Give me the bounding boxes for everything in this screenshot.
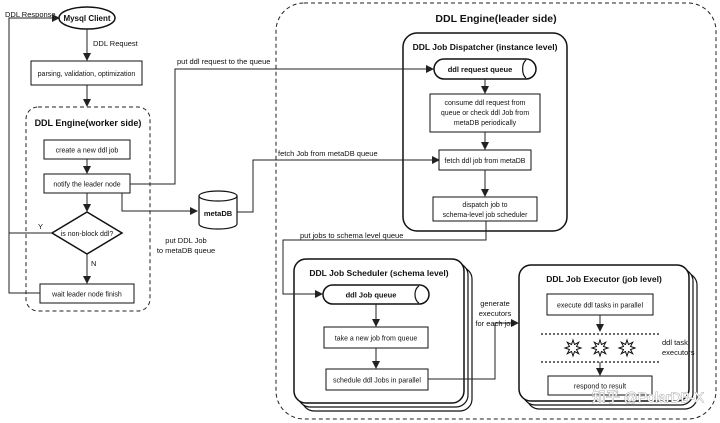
executor-title: DDL Job Executor (job level) (546, 274, 662, 284)
request-queue-cap (522, 59, 527, 79)
create-job-label: create a new ddl job (56, 148, 119, 155)
take-job-label: take a new job from queue (335, 336, 418, 343)
ddl-task-executors-group (563, 338, 637, 358)
put-job-label-1: put DDL Job (165, 236, 206, 245)
fetch-metadb-path (237, 156, 440, 213)
response-path (8, 14, 60, 294)
metadb-cylinder-top (198, 190, 238, 202)
watermark: 知乎 @PolarDB-X (592, 389, 705, 405)
schedule-label: schedule ddl Jobs in parallel (333, 378, 421, 385)
put-schema-path (282, 221, 487, 298)
execute-label: execute ddl tasks in parallel (557, 303, 643, 310)
consume-label-1: consume ddl request from (445, 100, 526, 107)
ddl-response-label: DDL Response (5, 10, 56, 19)
fetch-job-label: fetch Job from metaDB queue (278, 149, 378, 158)
no-label: N (91, 259, 96, 268)
wait-leader-label: wait leader node finish (51, 292, 122, 299)
mysql-client-label: Mysql Client (63, 14, 110, 23)
ddl-request-label: DDL Request (93, 39, 139, 48)
task-executor-burst-icon (590, 338, 610, 358)
parsing-label: parsing, validation, optimization (38, 71, 136, 78)
consume-box (429, 93, 541, 133)
leader-engine-container (275, 2, 717, 420)
put-schema-label: put jobs to schema level queue (300, 231, 403, 240)
metadb-label: metaDB (204, 209, 233, 218)
put-job-label-2: to metaDB queue (157, 246, 215, 255)
result-box (547, 375, 653, 396)
job-queue-label: ddl Job queue (346, 291, 397, 300)
leader-engine-title: DDL Engine(leader side) (435, 13, 556, 25)
ddl-task-label-2: executors (662, 348, 695, 357)
dispatch-box (432, 196, 538, 222)
yes-label: Y (38, 222, 43, 231)
dispatch-label-2: schema-level job scheduler (443, 212, 528, 219)
ddl-task-label-1: ddl task (662, 338, 688, 347)
generate-label-3: for each job (475, 319, 514, 328)
scheduler-title: DDL Job Scheduler (schema level) (309, 268, 448, 278)
metadb-cylinder (198, 196, 238, 230)
job-queue-cap (414, 285, 420, 304)
worker-engine-container (25, 106, 151, 312)
non-block-label: is non-block ddl? (61, 231, 114, 238)
dispatch-label-1: dispatch job to (462, 202, 507, 209)
generate-label-2: executors (479, 309, 512, 318)
worker-engine-title: DDL Engine(worker side) (35, 118, 142, 128)
consume-label-2: queue or check ddl Job from (441, 110, 529, 117)
generate-label-1: generate (480, 299, 510, 308)
consume-label-3: metaDB periodically (454, 120, 517, 127)
result-label: respond to result (574, 384, 626, 391)
fetch-metadb-label: fetch ddl job from metaDB (445, 158, 526, 165)
notify-leader-label: notify the leader node (53, 182, 120, 189)
task-executor-burst-icon (563, 338, 583, 358)
generate-executors-path (428, 319, 519, 380)
put-request-path (130, 65, 434, 185)
dispatcher-title: DDL Job Dispatcher (instance level) (413, 42, 558, 52)
request-queue-label: ddl request queue (448, 65, 513, 74)
task-executor-burst-icon (617, 338, 637, 358)
notify-to-metadb-path (121, 193, 198, 215)
put-request-label: put ddl request to the queue (177, 57, 270, 66)
